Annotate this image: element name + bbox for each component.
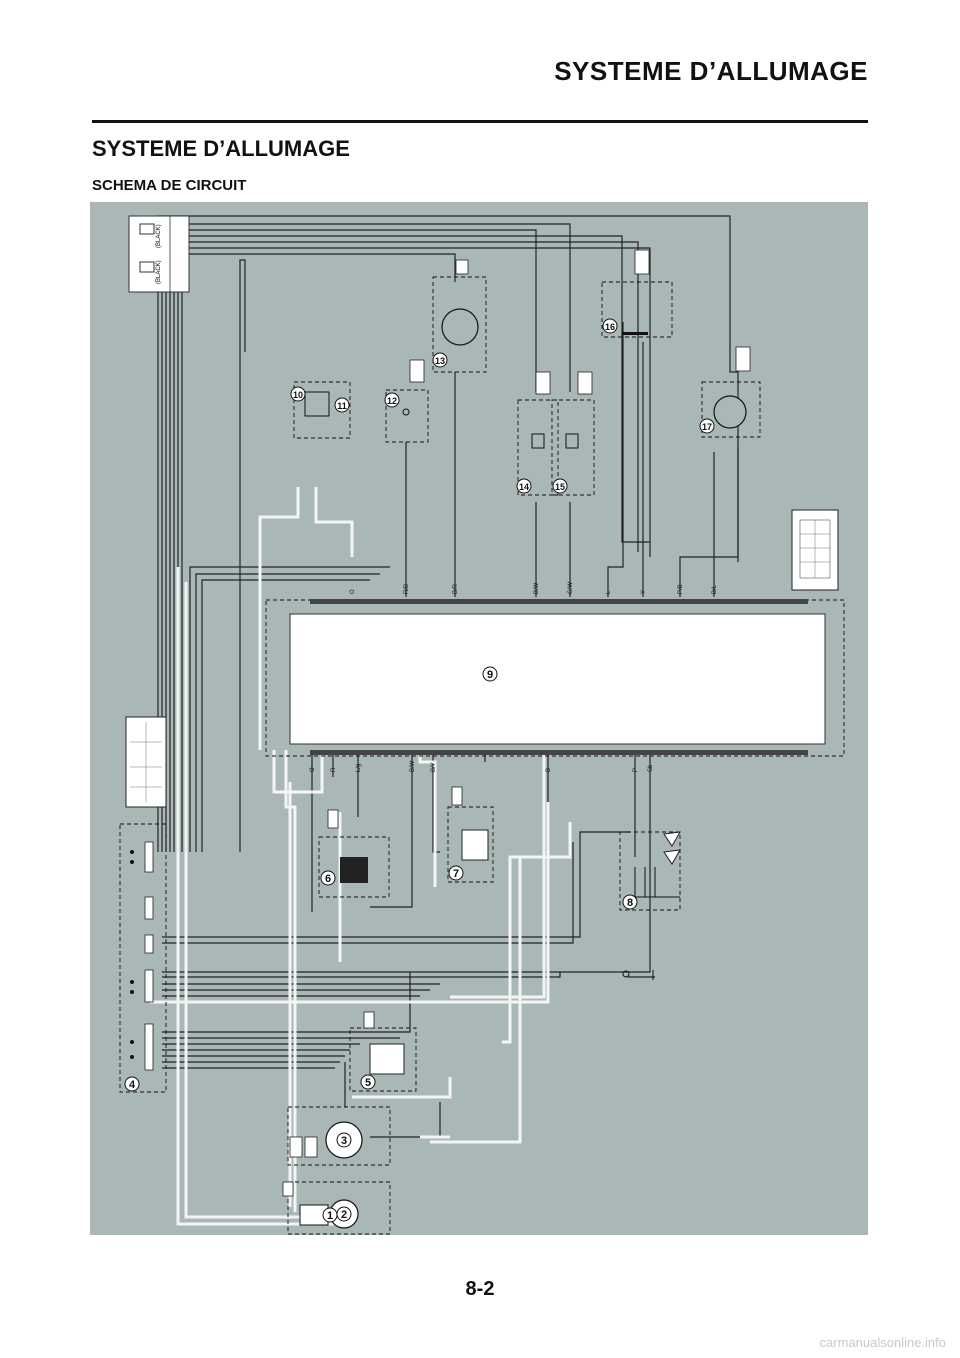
joint-connector-box: (BLACK) (BLACK) — [128, 215, 190, 293]
header-rule — [92, 120, 868, 123]
top-connector-plugs — [282, 249, 751, 1197]
component-8-switch — [625, 867, 680, 898]
sensor-12 — [402, 408, 410, 416]
ecu-unit — [289, 599, 826, 755]
wire-harness — [157, 215, 739, 1138]
connector-color-tag-2: (BLACK) — [156, 260, 162, 284]
marker-17: 17 — [699, 418, 715, 434]
svg-text:10: 10 — [293, 390, 303, 400]
top-wire-labels: O R/B B/R B/W G/W L Y P/B B/L — [350, 582, 718, 594]
svg-text:13: 13 — [435, 356, 445, 366]
header-title: SYSTEME D’ALLUMAGE — [554, 56, 868, 86]
sensor-16-bar — [622, 332, 648, 335]
marker-16: 16 — [602, 318, 618, 334]
marker-6: 6 — [320, 870, 336, 886]
wire-label-top-pb: P/B — [678, 584, 684, 594]
svg-text:1: 1 — [327, 1210, 333, 1222]
marker-4: 4 — [124, 1076, 140, 1092]
wire-label-top-y: Y — [641, 590, 647, 594]
component-7 — [461, 829, 489, 861]
wire-label-bottom-b: B — [546, 768, 552, 772]
left-connector-block — [125, 716, 167, 808]
wire-label-bottom-o: O — [310, 767, 316, 772]
svg-text:8: 8 — [627, 897, 633, 909]
connector-color-tag-1: (BLACK) — [156, 224, 162, 248]
svg-text:3: 3 — [341, 1135, 347, 1147]
ground-symbol — [622, 970, 654, 980]
svg-text:6: 6 — [325, 873, 331, 885]
component-6 — [340, 857, 368, 883]
component-5 — [369, 1043, 405, 1075]
marker-2: 2 — [336, 1206, 352, 1222]
svg-text:17: 17 — [702, 422, 712, 432]
svg-text:7: 7 — [453, 868, 459, 880]
connector-4-junction-dots — [130, 850, 134, 1059]
svg-text:15: 15 — [555, 482, 565, 492]
svg-text:4: 4 — [129, 1079, 136, 1091]
sensor-17 — [713, 395, 747, 429]
wire-label-bottom-sb: Sb — [648, 764, 654, 772]
page-number: 8-2 — [465, 1278, 495, 1300]
section-subtitle: SCHEMA DE CIRCUIT — [92, 177, 247, 194]
component-number-markers: 1 2 3 4 5 6 7 8 9 10 11 12 13 14 15 16 1… — [124, 318, 715, 1223]
white-wires — [150, 487, 572, 1226]
marker-8: 8 — [622, 894, 638, 910]
wire-label-bottom-by: B/Y — [431, 762, 437, 772]
marker-15: 15 — [552, 478, 568, 494]
wire-label-top-br: B/R — [453, 583, 459, 594]
warning-triangles — [663, 831, 681, 865]
wire-label-top-bl: B/L — [712, 584, 718, 594]
marker-1: 1 — [322, 1207, 338, 1223]
relay-10 — [304, 391, 330, 417]
ignition-coil — [441, 308, 479, 346]
wiring-diagram-svg: (BLACK) (BLACK) — [119, 215, 845, 1235]
svg-text:2: 2 — [341, 1209, 347, 1221]
wire-label-bottom-lg: L/g — [356, 764, 362, 772]
marker-3: 3 — [336, 1132, 352, 1148]
svg-text:9: 9 — [487, 669, 493, 681]
wire-label-bottom-bw: B/W — [410, 760, 416, 772]
wire-label-top-l: L — [606, 590, 612, 594]
resistor-14 — [531, 433, 545, 449]
connector-4-blocks — [144, 841, 154, 1071]
marker-10: 10 — [290, 386, 306, 402]
marker-11: 11 — [334, 397, 350, 413]
marker-12: 12 — [384, 392, 400, 408]
svg-text:16: 16 — [605, 322, 615, 332]
resistor-15 — [565, 433, 579, 449]
wire-label-bottom-p: P — [633, 768, 639, 772]
marker-14: 14 — [516, 478, 532, 494]
wire-label-top-o: O — [350, 589, 356, 594]
marker-13: 13 — [432, 352, 448, 368]
svg-text:14: 14 — [519, 482, 529, 492]
section-title: SYSTEME D’ALLUMAGE — [92, 136, 350, 161]
svg-text:12: 12 — [387, 396, 397, 406]
marker-9: 9 — [482, 666, 498, 682]
watermark: carmanualsonline.info — [819, 1335, 946, 1350]
svg-text:5: 5 — [365, 1077, 371, 1089]
ecu-connector-block — [791, 509, 839, 591]
wire-label-top-rb: R/B — [404, 584, 410, 594]
svg-text:11: 11 — [337, 401, 347, 411]
wire-label-bottom-r: R — [331, 767, 337, 772]
marker-5: 5 — [360, 1074, 376, 1090]
wire-label-top-bw: B/W — [534, 582, 540, 594]
bottom-wire-labels: O R L/g B/W B/Y B P Sb — [310, 760, 654, 772]
wiring-diagram: (BLACK) (BLACK) — [90, 202, 868, 1235]
marker-7: 7 — [448, 865, 464, 881]
wire-label-top-gw: G/W — [568, 582, 574, 594]
